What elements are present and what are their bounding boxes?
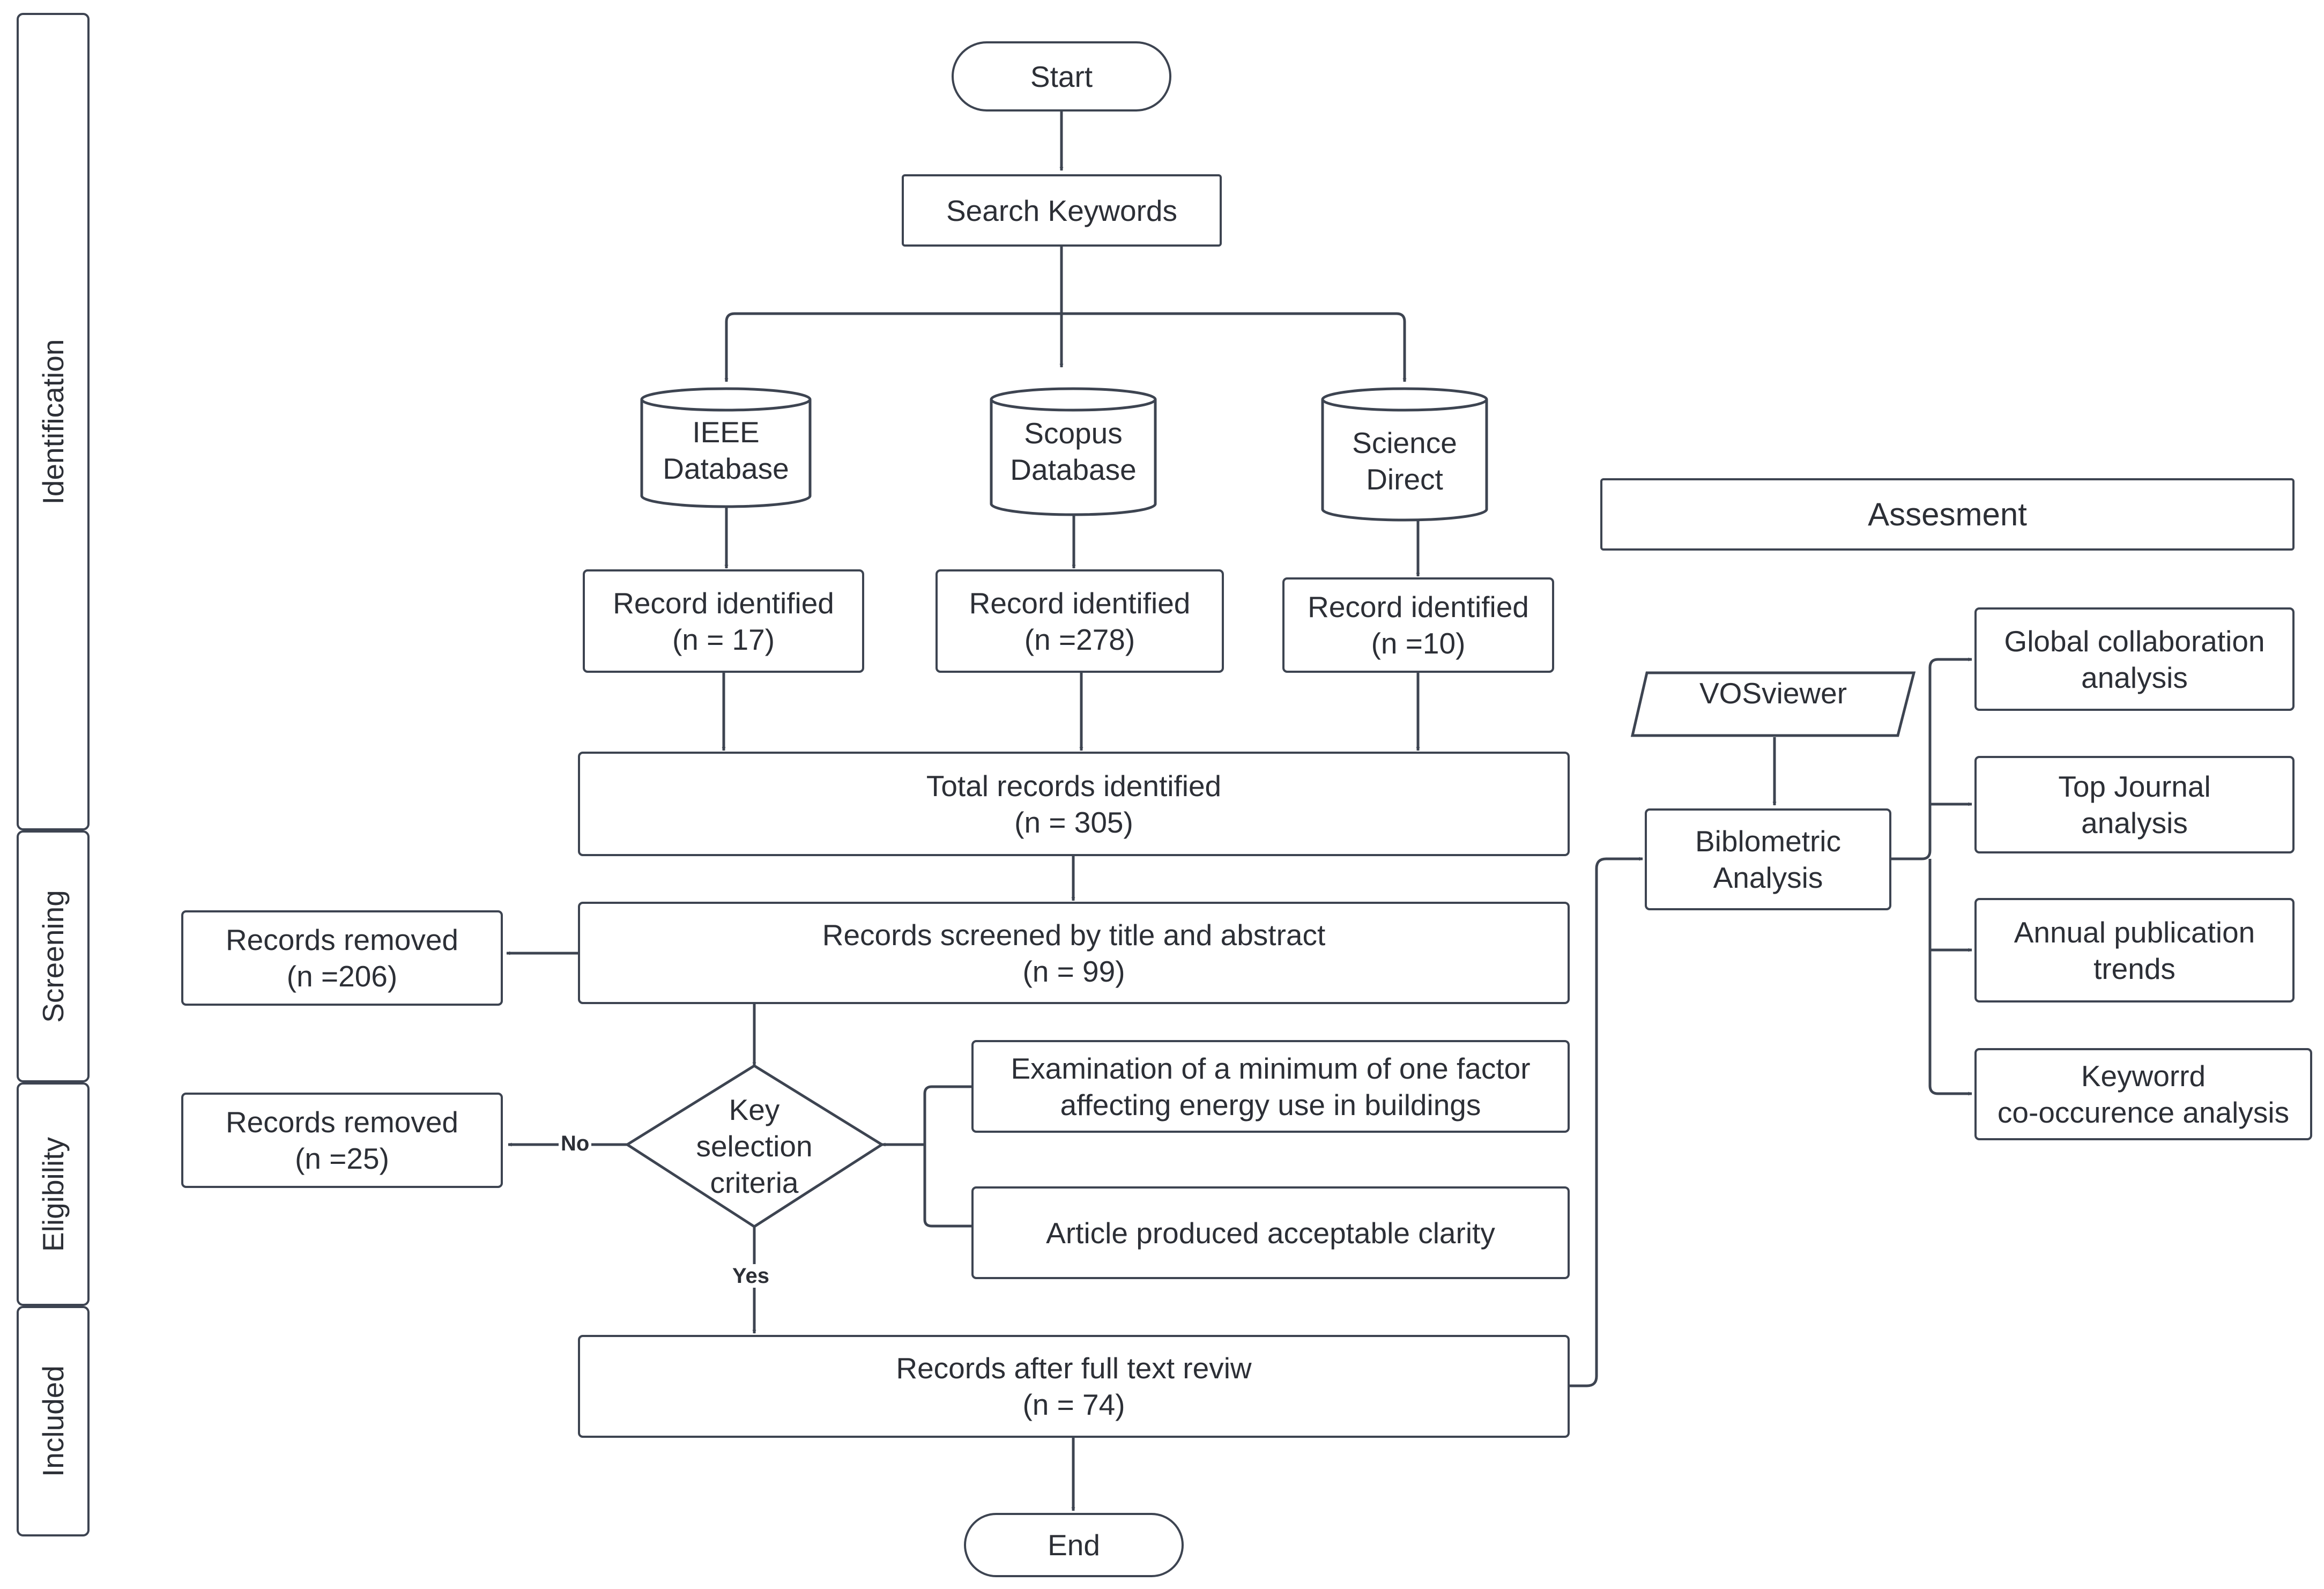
lane-included: Included: [17, 1306, 90, 1536]
assessment-header: Assesment: [1600, 478, 2295, 551]
record-identified-ieee[interactable]: Record identified (n = 17): [583, 569, 864, 673]
total-records-node[interactable]: Total records identified (n = 305): [578, 752, 1570, 856]
start-node[interactable]: Start: [952, 41, 1171, 112]
edge-criteria-bracket: [923, 1085, 971, 1228]
edge-search-sd: [1061, 312, 1407, 382]
node-line: Direct: [1366, 463, 1443, 496]
assessment-label: Assesment: [1868, 496, 2027, 532]
node-line: Scopus: [1024, 417, 1123, 450]
sd-cylinder-body: [1321, 399, 1488, 522]
node-line: Global collaboration: [2004, 624, 2265, 658]
lane-eligibility: Eligibility: [17, 1082, 90, 1306]
node-line: Record identified: [1308, 590, 1529, 623]
search-keywords-node[interactable]: Search Keywords: [902, 174, 1222, 247]
node-line: (n =25): [295, 1142, 389, 1175]
node-line: Science: [1352, 426, 1457, 459]
node-line: Top Journal: [2058, 770, 2211, 803]
edge-label-no: No: [559, 1132, 592, 1155]
node-line: Records screened by title and abstract: [822, 918, 1326, 952]
records-screened-node[interactable]: Records screened by title and abstract (…: [578, 902, 1570, 1004]
node-line: analysis: [2081, 660, 2188, 694]
node-line: Analysis: [1713, 861, 1823, 894]
node-line: Records removed: [225, 1105, 459, 1139]
vosviewer-node[interactable]: VOSviewer: [1640, 673, 1906, 713]
scopus-database-node[interactable]: Scopus Database: [991, 414, 1155, 489]
node-line: Record identified: [969, 586, 1191, 620]
edge-search-ieee: [724, 312, 1061, 382]
record-identified-sd[interactable]: Record identified (n =10): [1282, 577, 1554, 673]
edge-fulltext-biblio: [1570, 857, 1643, 1387]
full-text-node[interactable]: Records after full text reviw (n = 74): [578, 1335, 1570, 1438]
node-line: (n =206): [286, 960, 398, 993]
node-line: Examination of a minimum of one factor: [1011, 1051, 1531, 1085]
node-line: Database: [663, 452, 789, 485]
node-line: Record identified: [613, 586, 834, 620]
lane-screening: Screening: [17, 830, 90, 1082]
node-line: (n = 99): [1022, 954, 1125, 988]
record-identified-scopus[interactable]: Record identified (n =278): [935, 569, 1224, 673]
node-line: (n = 305): [1014, 805, 1133, 839]
annual-publication-node[interactable]: Annual publication trends: [1974, 898, 2295, 1003]
node-line: Key: [729, 1093, 780, 1126]
node-line: Annual publication: [2014, 915, 2255, 949]
node-line: (n = 74): [1022, 1388, 1125, 1421]
top-journal-node[interactable]: Top Journal analysis: [1974, 756, 2295, 853]
node-line: Records after full text reviw: [896, 1352, 1252, 1385]
ieee-cylinder-top: [640, 387, 812, 412]
end-node[interactable]: End: [964, 1513, 1184, 1577]
node-line: Database: [1010, 453, 1137, 486]
key-criteria-node[interactable]: Key selection criteria: [660, 1082, 848, 1211]
search-keywords-label: Search Keywords: [946, 194, 1178, 227]
criterion-energy-factor[interactable]: Examination of a minimum of one factor a…: [971, 1040, 1570, 1133]
lane-identification: Identification: [17, 13, 90, 830]
ieee-cylinder-body: [640, 399, 812, 508]
node-line: Records removed: [225, 923, 459, 956]
node-line: (n = 17): [672, 622, 775, 656]
edge-biblio-trunk: [1928, 859, 1972, 1095]
node-line: affecting energy use in buildings: [1060, 1088, 1481, 1122]
records-removed-206-node[interactable]: Records removed (n =206): [181, 910, 503, 1006]
edge-label-yes: Yes: [730, 1264, 771, 1288]
sd-cylinder-top: [1321, 387, 1488, 412]
keyword-cooccurrence-node[interactable]: Keyworrd co-occurence analysis: [1974, 1048, 2312, 1140]
node-line: Total records identified: [926, 769, 1222, 803]
ieee-database-node[interactable]: IEEE Database: [642, 413, 810, 488]
node-line: Article produced acceptable clarity: [1046, 1216, 1495, 1250]
node-line: Biblometric: [1695, 825, 1842, 858]
node-line: IEEE: [692, 415, 760, 449]
criterion-clarity[interactable]: Article produced acceptable clarity: [971, 1186, 1570, 1279]
start-label: Start: [1030, 60, 1093, 93]
edge-biblio-global: [1891, 657, 1972, 860]
node-line: (n =10): [1371, 627, 1466, 660]
science-direct-node[interactable]: Science Direct: [1323, 424, 1487, 499]
node-line: analysis: [2081, 806, 2188, 840]
node-line: selection: [696, 1130, 813, 1163]
records-removed-25-node[interactable]: Records removed (n =25): [181, 1093, 503, 1188]
scopus-cylinder-top: [990, 387, 1157, 412]
vosviewer-label: VOSviewer: [1699, 676, 1847, 710]
bibliometric-analysis-node[interactable]: Biblometric Analysis: [1645, 808, 1891, 910]
scopus-cylinder-body: [990, 399, 1157, 516]
node-line: trends: [2093, 952, 2175, 985]
node-line: (n =278): [1024, 622, 1135, 656]
node-line: co-occurence analysis: [1997, 1096, 2290, 1129]
vosviewer-shape: [1630, 671, 1916, 737]
node-line: Keyworrd: [2081, 1059, 2206, 1093]
key-criteria-diamond: [625, 1064, 885, 1228]
node-line: criteria: [710, 1166, 799, 1199]
end-label: End: [1048, 1528, 1100, 1562]
global-collaboration-node[interactable]: Global collaboration analysis: [1974, 607, 2295, 711]
